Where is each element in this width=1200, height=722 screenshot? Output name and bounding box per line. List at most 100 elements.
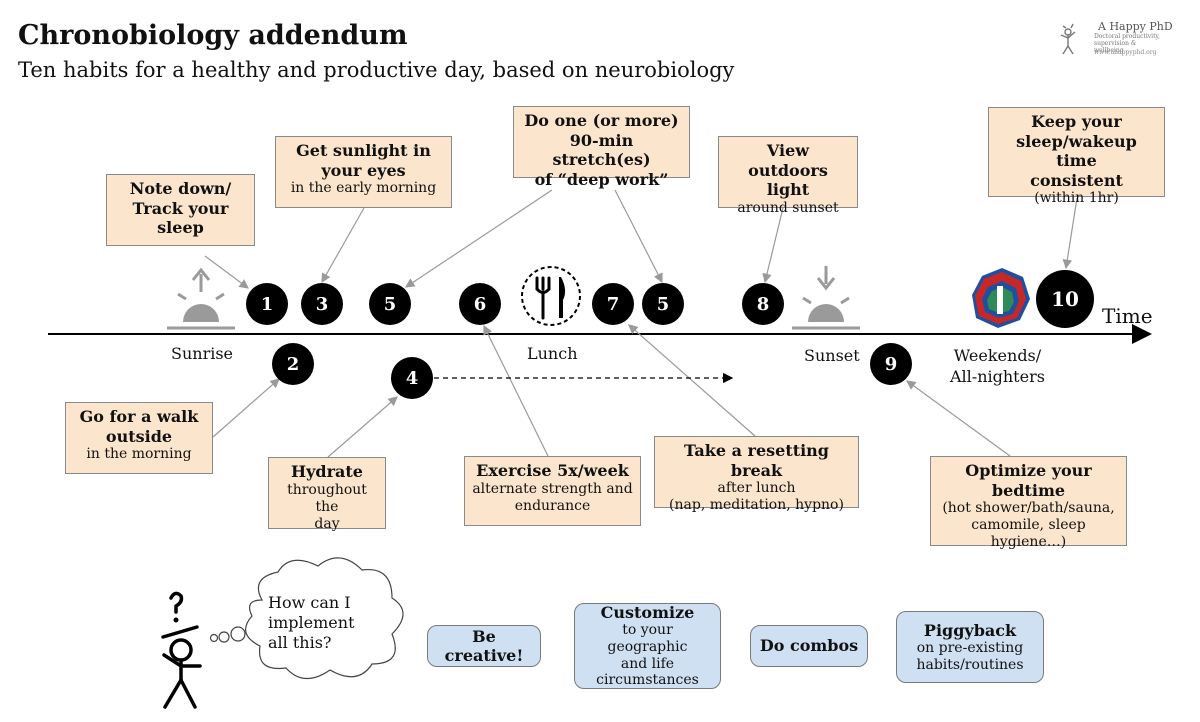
sunrise-label: Sunrise <box>171 344 234 363</box>
marker-9: 9 <box>870 343 912 385</box>
connector-hydrate-4 <box>327 396 398 458</box>
habit-bedtime-sub-2: camomile, sleep hygiene…) <box>971 517 1086 551</box>
logo-url: www.ahappyphd.org <box>1094 49 1157 56</box>
connector-outdoors-8 <box>762 207 784 284</box>
stick-figure-icon <box>161 591 202 709</box>
connector-note-1 <box>204 255 249 289</box>
habit-break-sub-1: after lunch <box>717 480 796 497</box>
thought-text: How can I implement all this? <box>268 593 360 653</box>
page-subtitle: Ten habits for a healthy and productive … <box>18 58 735 82</box>
habit-consistent-line-3: consistent <box>1030 170 1123 190</box>
tip-creative-title: Be creative! <box>444 626 524 665</box>
sunset-label: Sunset <box>804 346 860 365</box>
tip-customize-sub-2: and life <box>620 655 675 672</box>
habit-sunlight-line-2: your eyes <box>321 160 406 180</box>
habit-bedtime-sub-1: (hot shower/bath/sauna, <box>942 500 1115 517</box>
connector-consistent-10 <box>1062 197 1078 270</box>
habit-note-line-3: sleep <box>157 218 204 238</box>
time-axis-label: Time <box>1102 304 1153 328</box>
connector-sunlight-3 <box>321 207 365 284</box>
page-title: Chronobiology addendum <box>18 20 408 51</box>
tip-piggyback-sub-1: on pre-existing <box>916 639 1024 656</box>
habit-consistent-line-2: sleep/wakeup time <box>1016 131 1137 171</box>
habit-walk-box: Go for a walk outside in the morning <box>65 402 213 474</box>
habit-consistent-box: Keep your sleep/wakeup time consistent (… <box>988 107 1165 206</box>
connector-exercise-6 <box>483 324 549 457</box>
thought-line-3: all this? <box>268 633 332 652</box>
tip-combos-title: Do combos <box>759 636 859 656</box>
habit-hydrate-sub-1: throughout the <box>287 481 367 515</box>
habit-walk-sub: in the morning <box>86 446 192 463</box>
logo-name: A Happy PhD <box>1098 20 1173 33</box>
connector-bedtime-9 <box>906 380 1011 457</box>
habit-sunlight-box: Get sunlight in your eyes in the early m… <box>275 136 452 208</box>
marker-2: 2 <box>272 343 314 385</box>
sunset-sun <box>808 304 844 322</box>
habit-walk-line-2: outside <box>105 426 173 446</box>
question-dot <box>173 617 179 623</box>
tip-piggyback-sub-2: habits/routines <box>916 656 1024 673</box>
habit-exercise-box: Exercise 5x/week alternate strength and … <box>464 456 641 526</box>
weekends-line-2: All-nighters <box>950 366 1045 386</box>
habit-hydrate-title: Hydrate <box>291 462 363 481</box>
habit-outdoors-box: View outdoors light around sunset <box>718 136 858 216</box>
thought-bubble <box>209 557 404 680</box>
habit-deepwork-box: Do one (or more) 90-min stretch(es) of “… <box>513 106 690 189</box>
habit-deepwork-line-2: 90-min stretch(es) <box>552 130 651 170</box>
habit-bedtime-line-2: bedtime <box>991 480 1066 500</box>
habit-break-title: Take a resetting break <box>684 441 829 480</box>
logo-stick-figure-icon <box>1060 23 1076 55</box>
habit-break-sub-2: (nap, meditation, hypno) <box>669 497 844 514</box>
marker-5-afternoon: 5 <box>642 283 684 325</box>
marker-4: 4 <box>391 357 433 399</box>
habit-note-line-1: Note down/ <box>129 179 232 198</box>
weekends-label: Weekends/ All-nighters <box>950 346 1045 388</box>
connector-deepwork-5b <box>614 189 663 284</box>
tip-piggyback: Piggyback on pre-existing habits/routine… <box>896 611 1044 683</box>
habit-deepwork-line-3: of “deep work” <box>534 169 669 189</box>
sunset-icon <box>792 266 860 330</box>
plate-fork-knife-icon <box>521 266 581 326</box>
habit-sunlight-line-1: Get sunlight in <box>296 141 431 160</box>
habit-outdoors-line-2: light <box>766 180 810 200</box>
lunch-label: Lunch <box>527 344 578 363</box>
sunrise-icon <box>167 267 235 330</box>
calendar-ring-icon <box>972 268 1030 328</box>
habit-walk-line-1: Go for a walk <box>79 407 199 426</box>
habit-break-box: Take a resetting break after lunch (nap,… <box>654 436 859 513</box>
marker-3: 3 <box>301 283 343 325</box>
habit-note-box: Note down/ Track your sleep <box>106 174 255 246</box>
marker-6: 6 <box>459 283 501 325</box>
habit-consistent-line-1: Keep your <box>1031 112 1122 131</box>
tip-combos: Do combos <box>750 625 868 667</box>
tip-piggyback-title: Piggyback <box>923 620 1017 640</box>
marker-5-morning: 5 <box>369 283 411 325</box>
habit-hydrate-sub-2: day <box>314 515 340 532</box>
marker-8: 8 <box>742 283 784 325</box>
tip-customize-sub-1: to your geographic <box>607 622 688 655</box>
thought-line-2: implement <box>268 613 355 632</box>
sunrise-sun <box>183 304 219 322</box>
habit-outdoors-sub: around sunset <box>737 199 839 216</box>
habit-bedtime-line-1: Optimize your <box>965 461 1092 480</box>
connector-break-7 <box>628 324 756 437</box>
tip-customize: Customize to your geographic and life ci… <box>574 603 721 689</box>
tip-customize-title: Customize <box>600 602 695 622</box>
logo-tagline: Doctoral productivity, supervision & wel… <box>1094 33 1161 54</box>
connector-deepwork-5a <box>405 189 553 288</box>
habit-exercise-sub-1: alternate strength and <box>472 480 633 497</box>
habit-exercise-title: Exercise 5x/week <box>476 461 629 480</box>
habit-sunlight-sub: in the early morning <box>290 180 437 197</box>
marker-7: 7 <box>592 283 634 325</box>
habit-hydrate-box: Hydrate throughout the day <box>268 457 386 532</box>
tip-creative: Be creative! <box>427 625 541 667</box>
habit-exercise-sub-2: endurance <box>514 497 591 514</box>
habit-deepwork-line-1: Do one (or more) <box>524 111 679 130</box>
habit-consistent-sub: (within 1hr) <box>1034 190 1119 207</box>
connector-walk-2 <box>212 378 280 438</box>
habit-note-line-2: Track your <box>132 198 229 218</box>
tip-customize-sub-3: circumstances <box>596 672 699 689</box>
weekends-line-1: Weekends/ <box>953 346 1042 365</box>
marker-10: 10 <box>1036 270 1094 328</box>
